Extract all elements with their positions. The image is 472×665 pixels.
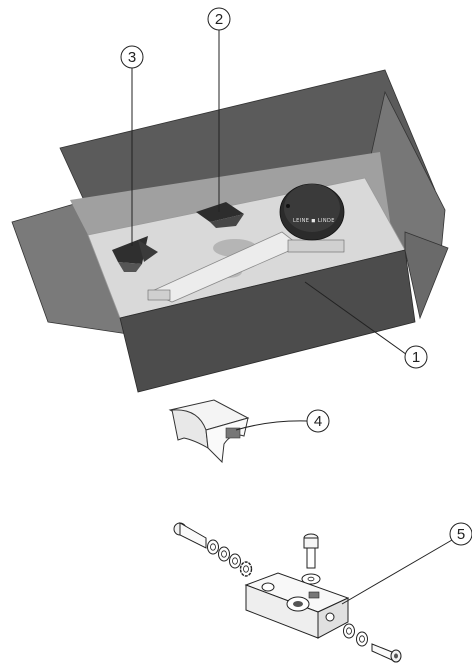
callout-1-label: 1 xyxy=(412,349,420,366)
callout-1: 1 xyxy=(304,281,428,369)
washer xyxy=(301,573,321,585)
washer xyxy=(229,553,241,569)
bolt xyxy=(371,643,402,663)
box-front-flap xyxy=(404,231,449,320)
washer xyxy=(207,539,219,555)
callout-4-label: 4 xyxy=(314,413,322,430)
cone-part-2 xyxy=(196,202,244,228)
clamp-part-4 xyxy=(168,399,250,464)
svg-text:LEINE ◼ LINDE: LEINE ◼ LINDE xyxy=(293,218,335,224)
shipping-box xyxy=(11,69,449,393)
encoder-assembly-1: LEINE ◼ LINDE xyxy=(147,183,345,303)
cone-part-3 xyxy=(112,236,158,272)
washer xyxy=(356,631,368,647)
callout-2-label: 2 xyxy=(215,11,223,28)
bolt xyxy=(173,522,207,549)
callout-5-label: 5 xyxy=(457,526,465,543)
box-front-wall xyxy=(119,249,416,393)
lock-washer xyxy=(239,561,253,577)
socket-bolt xyxy=(303,533,319,569)
callout-4: 4 xyxy=(235,409,330,433)
washer xyxy=(218,546,230,562)
callout-3-label: 3 xyxy=(128,49,136,66)
washer xyxy=(343,623,355,639)
callout-5: 5 xyxy=(341,522,472,605)
callout-3: 3 xyxy=(120,45,144,246)
base-bracket xyxy=(244,572,350,639)
callout-2: 2 xyxy=(207,7,231,212)
mounting-kit-5 xyxy=(173,522,402,663)
